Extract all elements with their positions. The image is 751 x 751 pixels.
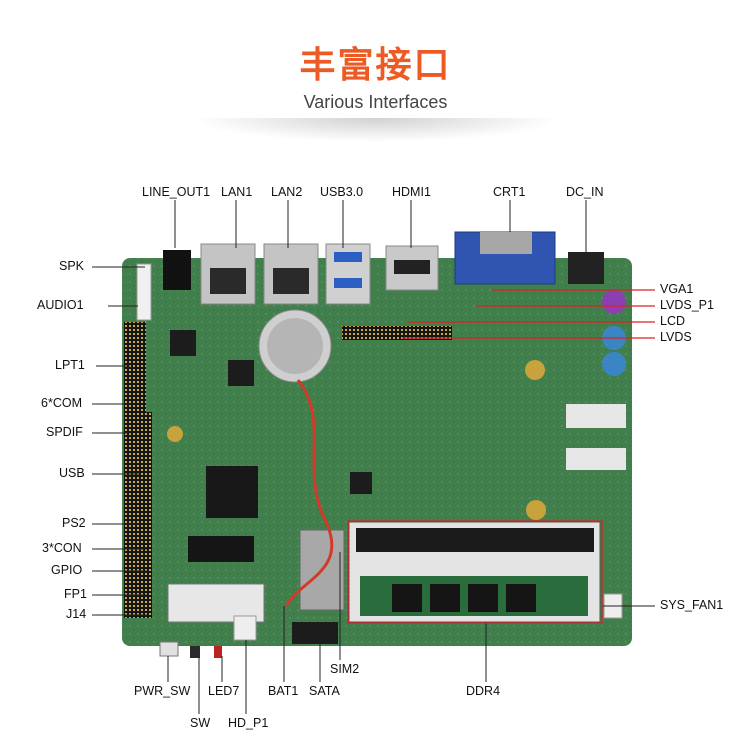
label-sata: SATA xyxy=(309,684,340,698)
label-ps2: PS2 xyxy=(62,516,86,530)
title-english: Various Interfaces xyxy=(303,92,448,112)
title-chinese: 丰富接口 xyxy=(299,45,452,86)
label-j14: J14 xyxy=(66,607,87,621)
line-out-jack xyxy=(163,250,191,290)
label-sim2: SIM2 xyxy=(330,662,360,676)
label-dc-in: DC_IN xyxy=(566,185,604,199)
label-usb30: USB3.0 xyxy=(320,185,364,199)
hd-header xyxy=(233,615,257,641)
label-3con: 3*CON xyxy=(42,541,82,555)
label-gpio: GPIO xyxy=(51,563,83,577)
switch xyxy=(190,646,200,658)
label-6com: 6*COM xyxy=(41,396,82,410)
label-hd-p1: HD_P1 xyxy=(228,716,269,730)
label-lvds: LVDS xyxy=(660,330,692,344)
label-fp1: FP1 xyxy=(64,587,87,601)
label-led7: LED7 xyxy=(208,684,240,698)
mini-pcie-slot xyxy=(188,536,254,562)
lpt-header xyxy=(124,322,146,412)
label-lcd: LCD xyxy=(660,314,686,328)
usb30-port xyxy=(325,243,371,305)
label-line-out1: LINE_OUT1 xyxy=(142,185,211,199)
label-crt1: CRT1 xyxy=(493,185,526,199)
label-spk: SPK xyxy=(59,259,85,273)
com-headers xyxy=(124,412,152,618)
label-sw: SW xyxy=(190,716,211,730)
power-button xyxy=(159,641,179,657)
label-lan2: LAN2 xyxy=(271,185,303,199)
label-audio1: AUDIO1 xyxy=(37,298,84,312)
label-lvds-p1: LVDS_P1 xyxy=(660,298,714,312)
audio-header xyxy=(136,263,152,321)
sata-connector xyxy=(292,622,338,644)
led xyxy=(214,646,222,658)
label-sys-fan1: SYS_FAN1 xyxy=(660,598,724,612)
label-spdif: SPDIF xyxy=(46,425,83,439)
label-lpt1: LPT1 xyxy=(55,358,85,372)
title-shadow xyxy=(190,118,562,142)
label-bat1: BAT1 xyxy=(268,684,299,698)
dc-in-jack xyxy=(568,252,604,284)
label-ddr4: DDR4 xyxy=(466,684,501,698)
label-hdmi1: HDMI1 xyxy=(392,185,431,199)
label-vga1: VGA1 xyxy=(660,282,694,296)
label-lan1: LAN1 xyxy=(221,185,253,199)
label-usb: USB xyxy=(59,466,85,480)
cpu-chip xyxy=(206,466,258,518)
label-pwr-sw: PWR_SW xyxy=(134,684,191,698)
